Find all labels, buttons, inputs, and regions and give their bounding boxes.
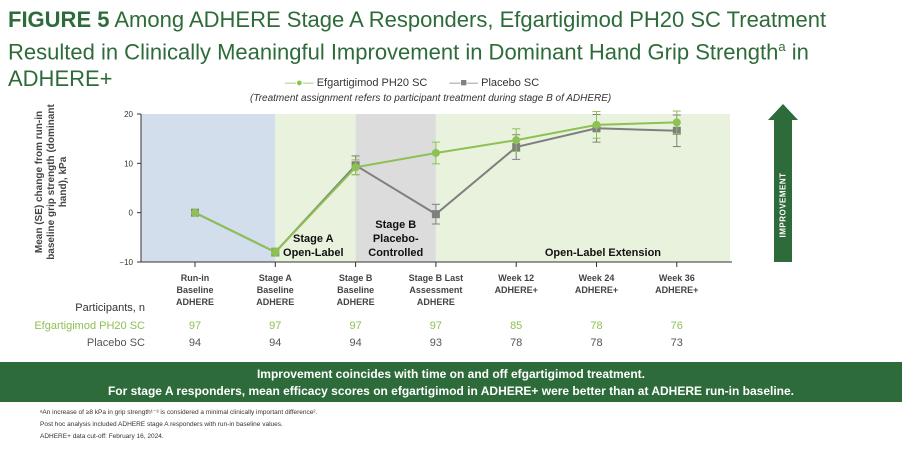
x-tick-label: Assessment	[409, 285, 462, 295]
placebo-participant-count: 78	[590, 337, 603, 349]
footnote: ᵃAn increase of ≥8 kPa in grip strength¹…	[40, 409, 318, 416]
banner-line: Improvement coincides with time on and o…	[256, 367, 646, 381]
x-tick-label: ADHERE	[337, 297, 375, 307]
legend-efg: —●— Efgartigimod PH20 SC	[285, 77, 428, 89]
region-label: Stage A	[293, 233, 334, 245]
efgartigimod-point	[512, 136, 521, 145]
x-tick-label: Week 36	[659, 273, 695, 283]
placebo-point	[431, 210, 440, 219]
footnotes: ᵃAn increase of ≥8 kPa in grip strength¹…	[40, 407, 317, 443]
x-tick-label: ADHERE	[256, 297, 294, 307]
region-label: Open-Label Extension	[545, 247, 661, 259]
x-tick-label: ADHERE+	[655, 285, 698, 295]
efg-participant-count: 97	[349, 320, 362, 332]
efgartigimod-point	[271, 248, 280, 257]
efg-participant-count: 97	[429, 320, 443, 332]
footnote: Post hoc analysis included ADHERE stage …	[40, 421, 283, 428]
efg-participant-count: 85	[510, 320, 523, 332]
efg-participant-count: 78	[590, 320, 603, 332]
y-tick-label: 0	[129, 209, 134, 218]
participants-header-row: Participants, n	[75, 302, 145, 314]
legend-placebo: —■— Placebo SC	[449, 77, 540, 89]
placebo-participant-count: 94	[269, 337, 282, 349]
region-label: Placebo-	[373, 233, 419, 245]
y-tick-label: 10	[124, 159, 133, 168]
x-tick-label: Stage A	[259, 273, 293, 283]
y-tick-label: 20	[124, 110, 133, 119]
placebo-participant-count: 93	[429, 337, 443, 349]
improvement-label: IMPROVEMENT	[778, 172, 788, 238]
x-tick-label: Baseline	[176, 285, 213, 295]
region-bg	[141, 114, 276, 262]
efgartigimod-point	[191, 208, 199, 217]
y-tick-label: −10	[119, 258, 133, 267]
summary-banner: Improvement coincides with time on and o…	[0, 362, 902, 402]
x-tick-label: Stage B Last	[409, 273, 464, 283]
improvement-arrow-icon	[768, 104, 798, 262]
x-tick-label: Baseline	[337, 285, 374, 295]
placebo-participant-count: 73	[670, 337, 683, 349]
efgartigimod-point	[351, 163, 360, 172]
x-tick-label: ADHERE	[417, 297, 455, 307]
region-label: Stage B	[375, 219, 416, 231]
efg-participant-count: 76	[670, 320, 683, 332]
x-tick-label: ADHERE+	[575, 285, 618, 295]
region-label: Open-Label	[283, 247, 344, 259]
chart-note: (Treatment assignment refers to particip…	[250, 93, 612, 104]
x-tick-label: Run-in	[181, 273, 210, 283]
x-tick-label: Baseline	[257, 285, 294, 295]
x-tick-label: Week 12	[498, 273, 534, 283]
banner-line: For stage A responders, mean efficacy sc…	[107, 384, 795, 398]
y-axis-label: Mean (SE) change from run-in baseline gr…	[34, 104, 69, 260]
region-bg	[435, 114, 730, 262]
placebo-participant-count: 94	[188, 337, 202, 349]
x-tick-label: Week 24	[579, 273, 615, 283]
footnote: ADHERE+ data cut-off: February 16, 2024.	[40, 433, 164, 440]
x-tick-label: ADHERE	[176, 297, 214, 307]
efgartigimod-point	[431, 148, 440, 157]
legend: —●— Efgartigimod PH20 SC —■— Placebo SC	[285, 77, 539, 89]
efgartigimod-point	[592, 120, 601, 129]
region-bg	[355, 114, 436, 262]
efg-participant-count: 97	[269, 320, 282, 332]
figure-title: FIGURE 5 Among ADHERE Stage A Responders…	[8, 7, 827, 92]
placebo-participant-count: 94	[349, 337, 362, 349]
placebo-participant-count: 78	[510, 337, 523, 349]
efg-participant-count: 97	[188, 320, 202, 332]
x-tick-label: Stage B	[339, 273, 373, 283]
x-tick-label: ADHERE+	[495, 285, 538, 295]
efgartigimod-point	[672, 118, 681, 127]
region-label: Controlled	[368, 247, 423, 259]
